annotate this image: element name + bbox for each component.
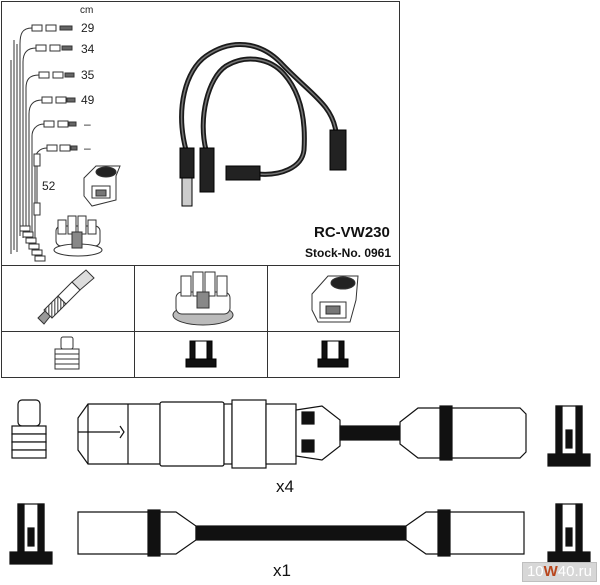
unit-label: cm bbox=[80, 5, 94, 16]
spark-plug-icon bbox=[37, 269, 95, 325]
watermark-prefix: 10 bbox=[526, 563, 544, 580]
watermark-suffix: 40.ru bbox=[557, 563, 592, 580]
coil-lead-quantity: x1 bbox=[273, 561, 291, 580]
distributor-cap-icon bbox=[172, 271, 234, 326]
top-panel-frame bbox=[1, 1, 400, 378]
plug-lead-connector-drawing bbox=[11, 399, 591, 469]
coil-lead-connector-drawing bbox=[9, 503, 591, 565]
lead-length-schematic bbox=[10, 24, 78, 262]
schematic-coil-icon bbox=[83, 165, 121, 207]
lead-length-3: 35 bbox=[81, 68, 95, 82]
lead-length-6: – bbox=[84, 141, 91, 155]
lead-length-1: 29 bbox=[81, 21, 95, 35]
ignition-coil-icon bbox=[311, 275, 359, 323]
plug-boot-end-icon bbox=[54, 336, 80, 370]
socket-end-icon-2 bbox=[317, 340, 349, 368]
socket-end-icon-1 bbox=[185, 340, 217, 368]
lead-length-2: 34 bbox=[81, 42, 95, 56]
coil-lead-length: 52 bbox=[42, 179, 56, 193]
schematic-distributor-icon bbox=[53, 215, 103, 257]
product-code: RC-VW230 bbox=[314, 224, 390, 241]
lead-length-4: 49 bbox=[81, 93, 95, 107]
watermark-highlight: W bbox=[543, 563, 558, 580]
plug-leads-quantity: x4 bbox=[276, 477, 294, 496]
stock-number: Stock-No. 0961 bbox=[305, 246, 392, 260]
lead-set-photo bbox=[179, 42, 347, 207]
watermark: 10W40.ru bbox=[521, 562, 597, 582]
lead-length-5: – bbox=[84, 117, 91, 131]
